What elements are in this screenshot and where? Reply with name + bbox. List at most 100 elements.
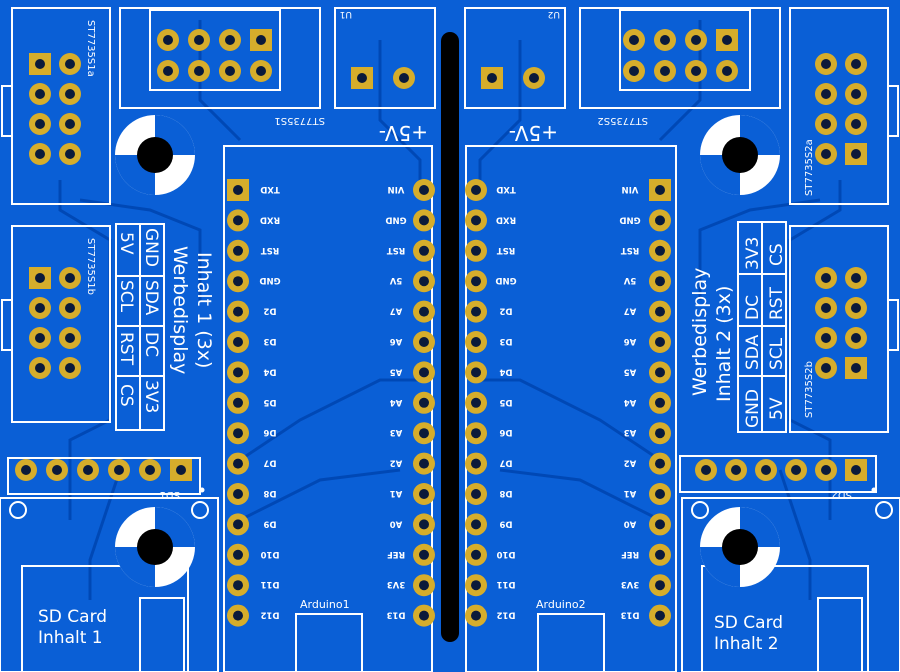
header-a-label: ST7735S2a — [804, 139, 815, 196]
drill-hole — [691, 35, 701, 45]
drill-hole — [471, 245, 481, 256]
drill-hole — [821, 273, 831, 283]
drill-hole — [655, 276, 665, 287]
drill-hole — [471, 610, 481, 621]
sd-subtitle: Inhalt 1 — [38, 628, 103, 648]
drill-hole — [419, 397, 429, 408]
drill-hole — [821, 465, 831, 475]
arduino-pin-label: RXD — [260, 214, 280, 224]
sd-subtitle: Inhalt 2 — [714, 634, 779, 654]
arduino-pin-label: D3 — [499, 336, 512, 346]
pin-label: GND — [141, 228, 161, 267]
drill-hole — [35, 59, 45, 69]
arduino-pin-label: D7 — [499, 458, 512, 468]
drill-hole — [419, 245, 429, 256]
drill-hole — [419, 549, 429, 560]
drill-hole — [655, 337, 665, 347]
drill-hole — [655, 306, 665, 317]
drill-hole — [629, 66, 639, 76]
drill-hole — [655, 367, 665, 378]
power-ref: U1 — [340, 9, 352, 19]
arduino-pin-label: RXD — [496, 214, 516, 224]
drill-hole — [233, 489, 243, 499]
arduino-pin-label: 3V3 — [387, 579, 405, 589]
pin-label: 5V — [767, 397, 787, 420]
drill-hole — [791, 465, 801, 475]
arduino-pin-label: D12 — [496, 610, 515, 620]
drill-hole — [851, 149, 861, 159]
arduino-pin-label: D9 — [263, 518, 276, 528]
arduino-pin-label: D2 — [499, 306, 512, 316]
arduino-pin-label: A6 — [390, 336, 403, 346]
arduino-pin-label: TXD — [496, 184, 515, 194]
arduino-pin-label: GND — [619, 214, 640, 224]
arduino-pin-label: A7 — [624, 306, 637, 316]
drill-hole — [225, 35, 235, 45]
drill-hole — [194, 35, 204, 45]
drill-hole — [163, 35, 173, 45]
pin-label: SDA — [743, 334, 763, 370]
drill-hole — [655, 489, 665, 499]
drill-hole — [233, 549, 243, 560]
arduino-pin-label: A5 — [390, 366, 403, 376]
arduino-label: Arduino2 — [536, 598, 586, 611]
drill-hole — [65, 333, 75, 343]
drill-hole — [65, 119, 75, 129]
drill-hole — [655, 458, 665, 469]
drill-hole — [471, 397, 481, 408]
pin-table: GND SDA DC 3V3 5V SCL RST CS — [737, 221, 787, 433]
drill-hole — [851, 363, 861, 373]
pin-label: DC — [743, 295, 763, 320]
sd-title: SD Card — [38, 607, 107, 627]
arduino-pin-label: 5V — [389, 275, 402, 285]
drill-hole — [233, 580, 243, 591]
drill-hole — [35, 149, 45, 159]
drill-hole — [722, 66, 732, 76]
drill-hole — [233, 397, 243, 408]
arduino-pin-label: GND — [385, 214, 406, 224]
drill-hole — [471, 215, 481, 226]
arduino-pin-label: A2 — [624, 458, 637, 468]
drill-hole — [419, 306, 429, 317]
drill-hole — [655, 185, 665, 195]
right-half: ST7735S2a ST7735S2b ST7735S2 U2 +5V- GND… — [464, 7, 900, 672]
arduino-pin-label: RST — [261, 245, 280, 255]
arduino-pin-label: D10 — [496, 549, 515, 559]
drill-hole — [65, 273, 75, 283]
power-outline — [464, 7, 566, 109]
arduino-pin-label: 5V — [623, 275, 636, 285]
arduino-pin-label: A0 — [624, 518, 637, 528]
drill-hole — [660, 35, 670, 45]
header-outline — [579, 7, 781, 109]
pin-label: SDA — [141, 280, 161, 316]
drill-hole — [256, 35, 266, 45]
pin-label: RST — [116, 332, 136, 366]
arduino-pin-label: A0 — [390, 518, 403, 528]
drill-hole — [660, 66, 670, 76]
drill-hole — [722, 35, 732, 45]
drill-hole — [821, 363, 831, 373]
drill-hole — [233, 245, 243, 256]
drill-hole — [471, 276, 481, 287]
arduino-pin-label: GND — [259, 275, 280, 285]
drill-hole — [851, 333, 861, 343]
power-ref: U2 — [548, 9, 560, 19]
arduino-pin-label: A1 — [390, 488, 403, 498]
sd-ref: SD1 — [160, 489, 180, 500]
arduino-pin-label: D6 — [263, 427, 276, 437]
drill-hole — [655, 397, 665, 408]
drill-hole — [471, 428, 481, 439]
arduino-pin-label: D6 — [499, 427, 512, 437]
drill-hole — [65, 363, 75, 373]
drill-hole — [821, 89, 831, 99]
drill-hole — [419, 489, 429, 499]
arduino-pin-label: D12 — [260, 610, 279, 620]
drill-hole — [471, 519, 481, 530]
drill-hole — [233, 458, 243, 469]
drill-hole — [851, 303, 861, 313]
header-outline — [119, 7, 321, 109]
pin-table: GND SDA DC 3V3 5V SCL RST CS — [115, 223, 165, 431]
header-a-label: ST7735S1a — [85, 20, 96, 77]
arduino-pin-label: REF — [387, 549, 405, 559]
pin-label: DC — [141, 332, 161, 357]
